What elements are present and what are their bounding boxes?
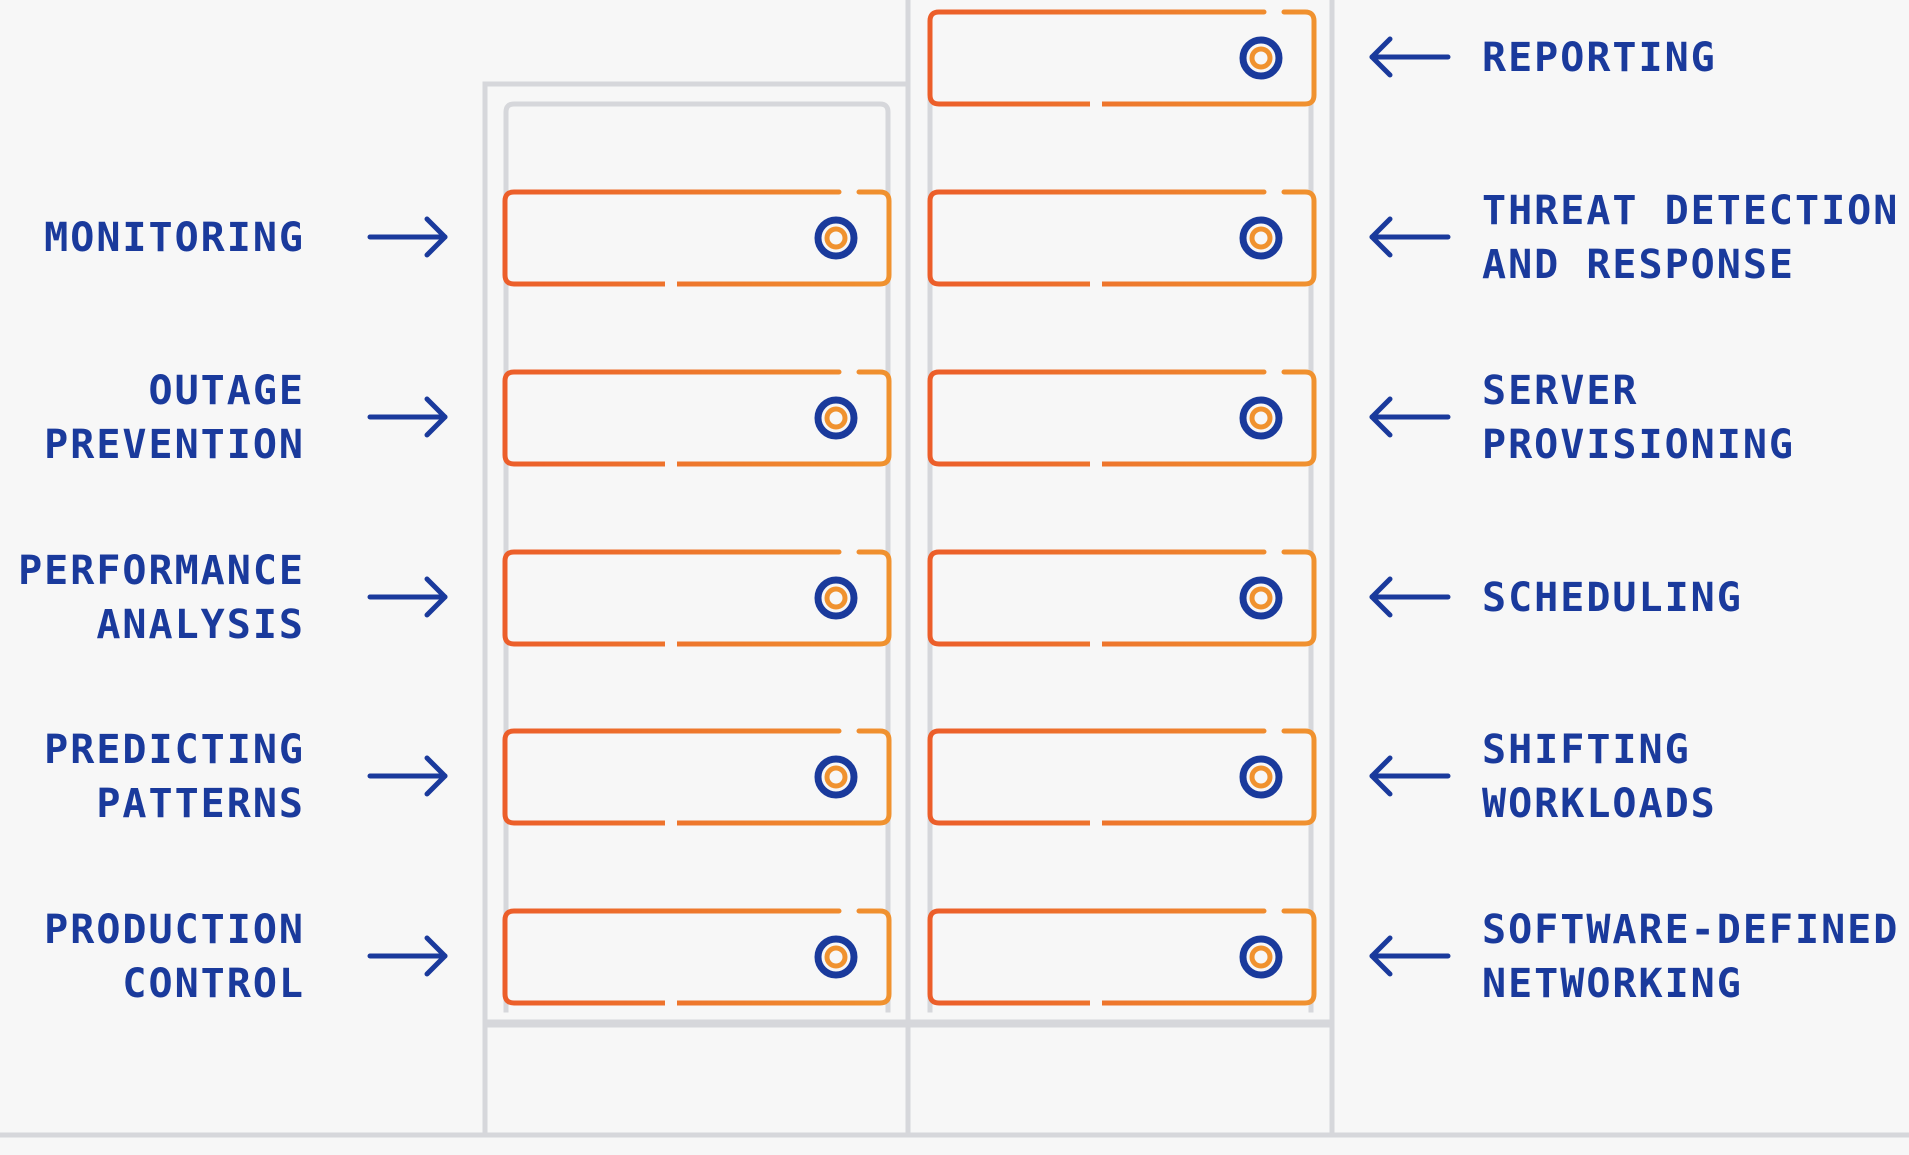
status-led-icon	[814, 755, 858, 799]
arrow-left-icon	[1369, 36, 1451, 78]
arrow-left-icon	[1369, 755, 1451, 797]
server-drive-bays	[1130, 32, 1176, 84]
server-vent-lines	[528, 392, 691, 444]
server-unit-right-3	[927, 369, 1317, 468]
server-vent-lines	[528, 212, 691, 264]
server-drive-bays	[705, 572, 751, 624]
status-led-icon	[814, 216, 858, 260]
server-chassis	[502, 369, 892, 467]
server-drive-bays	[705, 931, 751, 983]
server-chassis	[927, 728, 1317, 826]
server-vent-lines	[953, 32, 1116, 84]
server-chassis	[927, 9, 1317, 107]
status-led-icon	[1239, 576, 1283, 620]
arrow-left-icon	[1369, 935, 1451, 977]
server-unit-right-6	[927, 908, 1317, 1007]
server-unit-right-5	[927, 728, 1317, 827]
status-led-icon	[1239, 216, 1283, 260]
arrow-left-icon	[1369, 216, 1451, 258]
server-drive-bays	[705, 212, 751, 264]
server-drive-bays	[1130, 392, 1176, 444]
arrow-left-icon	[1369, 396, 1451, 438]
server-chassis	[927, 549, 1317, 647]
right-label-1: REPORTING	[1482, 35, 1717, 81]
status-led-icon	[1239, 396, 1283, 440]
rack-frame-left	[482, 81, 911, 1138]
server-unit-right-4	[927, 549, 1317, 648]
arrow-right-icon	[367, 576, 448, 618]
server-drive-bays	[1130, 212, 1176, 264]
left-label-1: MONITORING	[44, 215, 305, 261]
server-vent-lines	[528, 572, 691, 624]
server-vent-lines	[953, 751, 1116, 803]
server-vent-lines	[953, 392, 1116, 444]
server-unit-right-1	[927, 9, 1317, 108]
status-led-icon	[1239, 36, 1283, 80]
server-chassis	[502, 908, 892, 1006]
server-unit-left-5	[502, 908, 892, 1007]
server-drive-bays	[705, 392, 751, 444]
arrow-right-icon	[367, 755, 448, 797]
server-drive-bays	[705, 751, 751, 803]
server-chassis	[927, 908, 1317, 1006]
server-chassis	[502, 549, 892, 647]
server-chassis	[927, 369, 1317, 467]
status-led-icon	[1239, 755, 1283, 799]
server-unit-left-3	[502, 549, 892, 648]
server-chassis	[502, 189, 892, 287]
right-label-4: SCHEDULING	[1482, 575, 1743, 621]
server-units	[502, 9, 1317, 1007]
server-vent-lines	[953, 572, 1116, 624]
server-vent-lines	[528, 931, 691, 983]
server-drive-bays	[1130, 751, 1176, 803]
rack-rail-left	[503, 101, 891, 1013]
server-vent-lines	[953, 212, 1116, 264]
arrow-right-icon	[367, 396, 448, 438]
server-vent-lines	[953, 931, 1116, 983]
server-unit-left-2	[502, 369, 892, 468]
server-unit-left-4	[502, 728, 892, 827]
server-drive-bays	[1130, 931, 1176, 983]
arrow-left-icon	[1369, 576, 1451, 618]
arrow-right-icon	[367, 216, 448, 258]
status-led-icon	[814, 576, 858, 620]
label-arrows	[367, 36, 1451, 977]
status-led-icon	[1239, 935, 1283, 979]
server-unit-left-1	[502, 189, 892, 288]
status-led-icon	[814, 396, 858, 440]
server-chassis	[502, 728, 892, 826]
status-led-icon	[814, 935, 858, 979]
server-unit-right-2	[927, 189, 1317, 288]
server-drive-bays	[1130, 572, 1176, 624]
server-chassis	[927, 189, 1317, 287]
arrow-right-icon	[367, 935, 448, 977]
server-vent-lines	[528, 751, 691, 803]
